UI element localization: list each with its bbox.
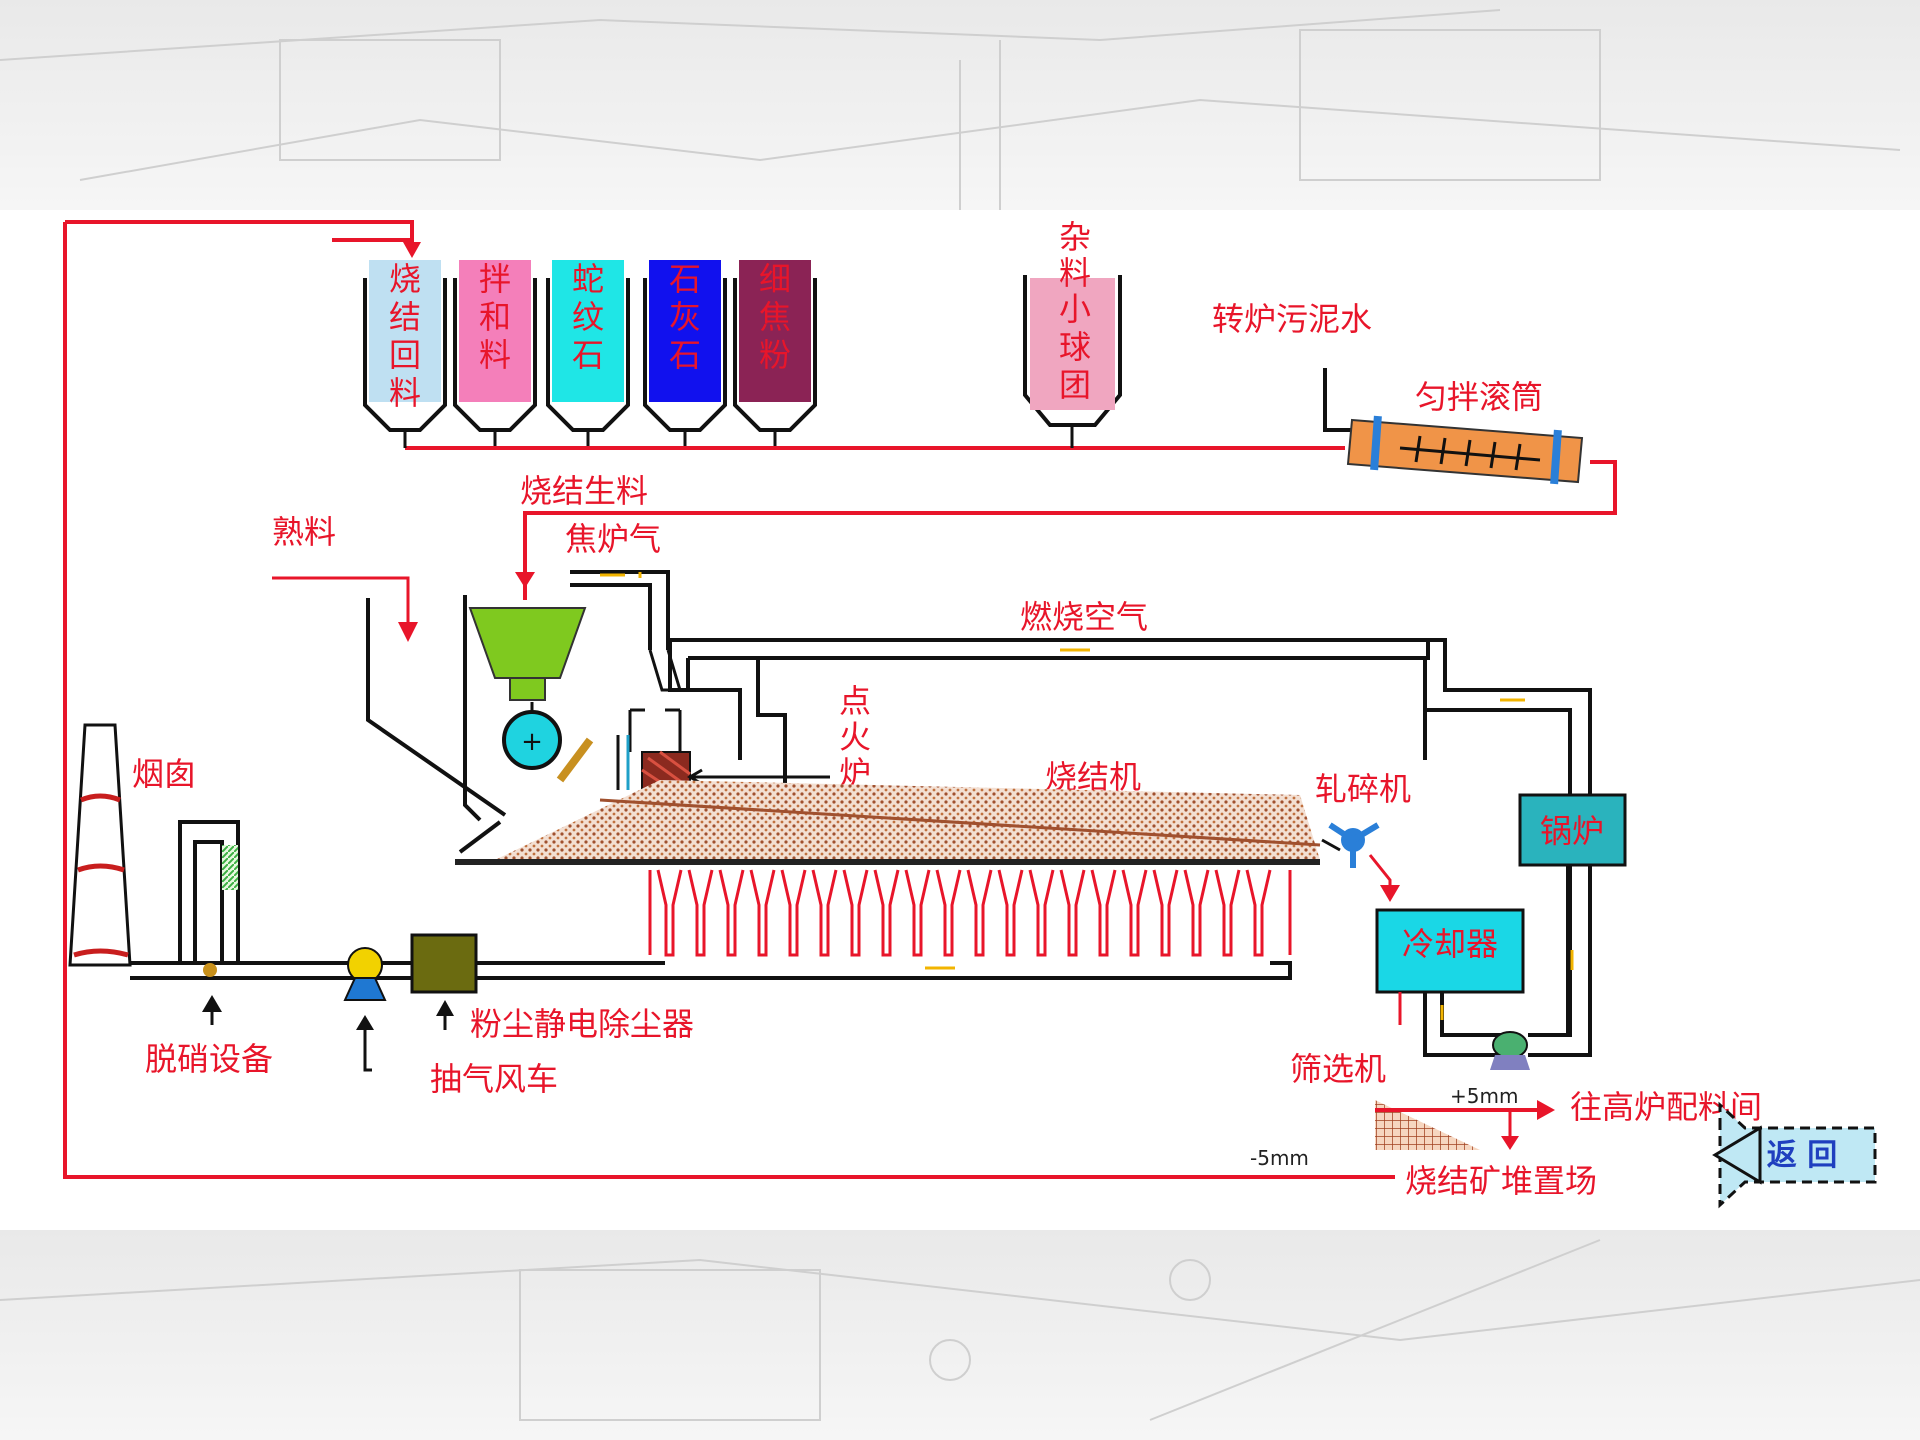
bin-1-label-char: 结 bbox=[389, 298, 421, 336]
boiler-label: 锅炉 bbox=[1540, 812, 1604, 850]
converter-sludge-label: 转炉污泥水 bbox=[1212, 300, 1372, 338]
return-fines-loop bbox=[63, 220, 1395, 1179]
crusher-label: 轧碎机 bbox=[1315, 770, 1411, 808]
bin-1-label-char: 料 bbox=[389, 374, 421, 412]
bottom-background-band bbox=[0, 1230, 1920, 1440]
exhaust-main-duct bbox=[130, 961, 1292, 980]
bin-1-label-char: 回 bbox=[389, 336, 421, 374]
bin-3-label-char: 石 bbox=[572, 336, 604, 374]
cooked-flow-line bbox=[272, 576, 410, 630]
pellet-bin: 杂 料 小 球 团 bbox=[1023, 218, 1122, 448]
bin-2: 拌和料 bbox=[453, 260, 537, 448]
pellet-bin-label-2: 料 bbox=[1059, 254, 1091, 292]
pellet-bin-label-5: 团 bbox=[1059, 366, 1091, 404]
crusher bbox=[1321, 822, 1380, 868]
cooler-label: 冷却器 bbox=[1402, 925, 1498, 963]
electrostatic-precipitator bbox=[410, 933, 478, 994]
screen-machine bbox=[1375, 1100, 1480, 1150]
denitration-unit bbox=[222, 845, 238, 890]
gate-plate bbox=[556, 737, 594, 783]
combustion-air-label: 燃烧空气 bbox=[1020, 598, 1148, 636]
denitration-label: 脱硝设备 bbox=[145, 1040, 273, 1078]
bin-1-label-char: 烧 bbox=[389, 260, 421, 298]
sinter-yard-label: 烧结矿堆置场 bbox=[1405, 1162, 1597, 1200]
bin-5: 细焦粉 bbox=[733, 260, 817, 448]
chimney bbox=[68, 723, 132, 967]
bin-4: 石灰石 bbox=[643, 260, 727, 448]
ignition-label-1: 点 bbox=[839, 682, 871, 720]
bin-5-label-char: 焦 bbox=[759, 298, 791, 336]
return-button[interactable]: 返 回 bbox=[1712, 1101, 1877, 1209]
mixing-drum-label: 匀拌滚筒 bbox=[1415, 378, 1543, 416]
coke-gas-label: 焦炉气 bbox=[565, 520, 661, 558]
sludge-pipe bbox=[1323, 368, 1355, 432]
pellet-bin-label-3: 小 bbox=[1059, 290, 1091, 328]
exhaust-fan-label: 抽气风车 bbox=[430, 1060, 558, 1098]
wind-boxes bbox=[648, 869, 1292, 957]
bin-4-label-char: 石 bbox=[669, 260, 701, 298]
bottom-blueprint-lines bbox=[0, 1239, 1920, 1421]
chimney-label: 烟囱 bbox=[132, 755, 196, 793]
exhaust-fan bbox=[343, 947, 387, 1001]
top-blueprint-lines bbox=[0, 9, 1901, 210]
feed-hopper: + bbox=[468, 607, 587, 770]
boiler bbox=[1518, 793, 1627, 867]
bin-2-label-char: 和 bbox=[479, 298, 511, 336]
bin-5-label-char: 细 bbox=[759, 260, 791, 298]
minus5-label: -5mm bbox=[1250, 1146, 1309, 1170]
screen-label: 筛选机 bbox=[1290, 1050, 1386, 1088]
combustion-air-duct-outer bbox=[668, 638, 1592, 1057]
pellet-bin-label-4: 球 bbox=[1059, 328, 1091, 366]
cooked-label: 熟料 bbox=[272, 513, 336, 551]
cooler-fan bbox=[1492, 1031, 1528, 1059]
plus5-label: +5mm bbox=[1450, 1084, 1518, 1108]
raw-mix-label: 烧结生料 bbox=[520, 472, 648, 510]
bin-3-label-char: 蛇 bbox=[572, 260, 604, 298]
wind-box-pipes bbox=[656, 869, 1272, 957]
denitration-duct bbox=[178, 820, 240, 963]
bin-4-label-char: 灰 bbox=[669, 298, 701, 336]
mixing-drum bbox=[1346, 415, 1584, 485]
bin-3-label-char: 纹 bbox=[572, 298, 604, 336]
bin-5-label-char: 粉 bbox=[759, 336, 791, 374]
raw-mix-flow-line bbox=[523, 460, 1617, 600]
diagram-canvas bbox=[0, 210, 1920, 1230]
bin-2-label-char: 料 bbox=[479, 336, 511, 374]
svg-text:+: + bbox=[521, 727, 543, 757]
bin-2-label-char: 拌 bbox=[479, 260, 511, 298]
pellet-bin-label-1: 杂 bbox=[1059, 218, 1091, 256]
ignition-label-2: 火 bbox=[839, 718, 871, 756]
return-button-label: 返 回 bbox=[1767, 1138, 1837, 1173]
bin-4-label-char: 石 bbox=[669, 336, 701, 374]
denitration-valve bbox=[203, 963, 217, 977]
esp-label: 粉尘静电除尘器 bbox=[470, 1005, 694, 1043]
cooler bbox=[1375, 908, 1525, 994]
bin-3: 蛇纹石 bbox=[546, 260, 630, 448]
